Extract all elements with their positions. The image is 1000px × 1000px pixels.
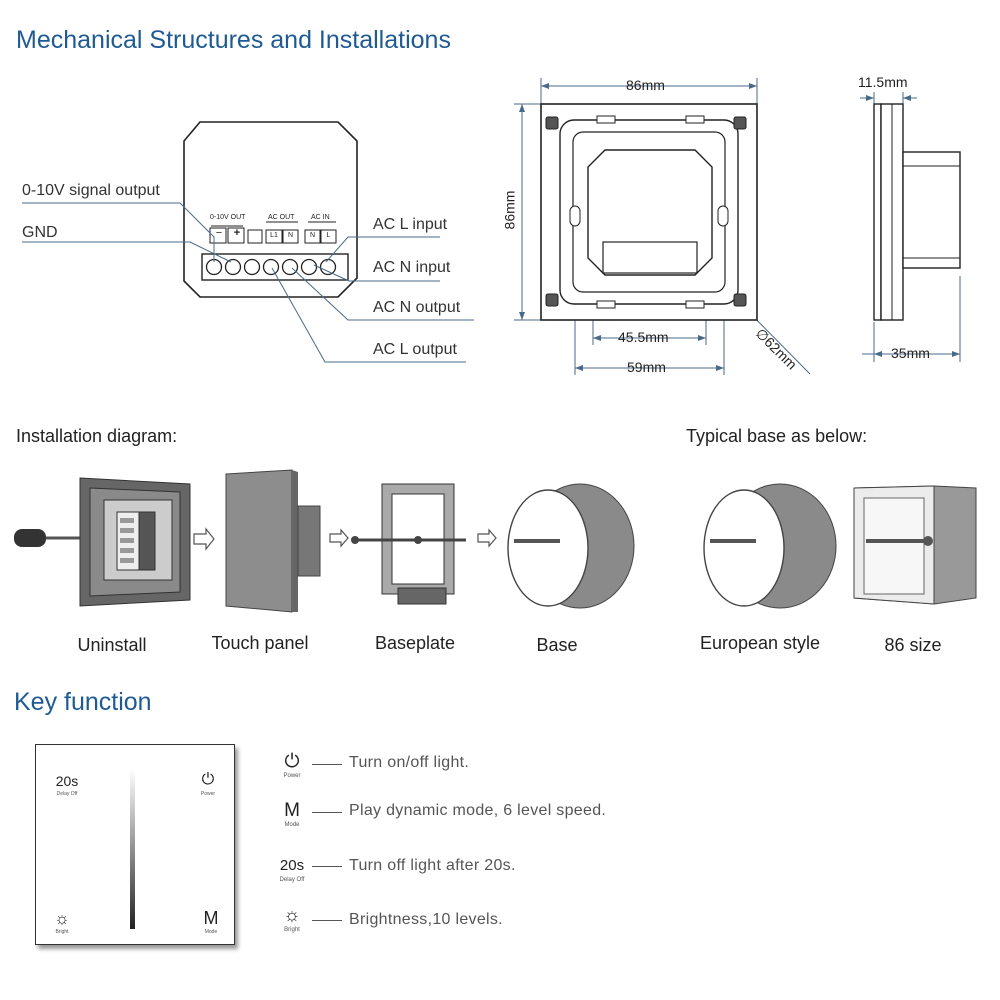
caption-baseplate: Baseplate [374,633,456,653]
touch-panel-illustration [225,469,321,613]
callout-gnd: GND [22,224,58,241]
mark-n-out: N [287,232,294,239]
panel-brightness-icon[interactable]: ☼ [54,909,70,928]
terminal-n-in-box [304,229,321,244]
terminal-plus-box [227,227,245,244]
key-power-icon: ⏻Power [283,751,301,780]
key-brightness-text: Brightness,10 levels. [349,911,503,928]
touch-panel-front: 20s Delay Off ⏻ Power ☼ Bright M Mode [35,744,235,945]
callout-ac-n-output: AC N output [373,299,461,316]
mark-l-in: L [326,232,331,239]
screw-terminal [300,258,318,276]
panel-delay-name: Delay Off [56,791,78,797]
dim-outer-width: 59mm [627,359,666,375]
uninstall-panel [79,477,191,607]
terminal-l-in-box [320,229,337,244]
caption-86-size: 86 size [884,635,942,655]
screw-terminal [319,258,337,276]
screw-terminal [262,258,280,276]
side-dimension-drawing [860,92,961,362]
callout-ac-l-output: AC L output [373,341,457,358]
callout-ac-n-input: AC N input [373,259,451,276]
key-power-text: Turn on/off light. [349,754,470,771]
terminal-n-out-box [282,229,299,244]
key-brightness-icon: ☼Bright [283,905,301,934]
terminal-l1-box [265,229,283,244]
european-style-illustration [703,483,837,609]
panel-mode-name: Mode [204,929,218,935]
dim-depth-total: 35mm [891,345,930,361]
dim-height: 86mm [501,190,518,230]
dim-depth-front: 11.5mm [858,74,908,90]
mark-plus: + [233,227,241,239]
installation-illustrations [14,469,977,613]
panel-power-name: Power [200,791,216,797]
caption-uninstall: Uninstall [77,635,147,655]
panel-power-icon[interactable]: ⏻ [201,771,215,788]
installation-title: Installation diagram: [16,426,178,446]
base-round-illustration [507,483,635,609]
key-mode-text: Play dynamic mode, 6 level speed. [349,802,607,819]
callout-ac-l-input: AC L input [373,216,448,233]
side-front-plate [873,103,882,321]
screw-terminal [281,258,299,276]
terminal-blank-box [247,229,263,244]
label-ac-out: AC OUT [268,214,295,221]
key-function-title: Key function [14,688,152,716]
brightness-slider[interactable] [130,769,135,929]
screw-terminal [243,258,261,276]
typical-base-title: Typical base as below: [686,426,868,446]
module-body [183,121,358,298]
mark-minus: − [215,227,223,239]
wiring-diagram [22,121,474,363]
baseplate-illustration [351,483,466,605]
screw-terminal [224,258,242,276]
mechanical-title: Mechanical Structures and Installations [16,26,451,54]
label-0-10v-out: 0-10V OUT [210,214,246,221]
callout-signal-output: 0-10V signal output [22,182,160,199]
front-dimension-drawing [514,78,811,375]
caption-european-style: European style [699,633,821,653]
side-body [902,151,961,269]
caption-touch-panel: Touch panel [211,633,309,653]
label-ac-in: AC IN [311,214,330,221]
panel-mode-icon[interactable]: M [203,908,219,928]
panel-delay-value[interactable]: 20s [55,773,79,789]
dim-width: 86mm [626,77,665,93]
mark-n-in: N [309,232,316,239]
key-delay-text: Turn off light after 20s. [349,857,516,874]
panel-bright-name: Bright [55,929,69,935]
box-86-illustration [853,485,977,605]
mark-l1: L1 [270,232,278,239]
caption-base: Base [536,635,578,655]
dim-inner-width: 45.5mm [618,329,669,345]
